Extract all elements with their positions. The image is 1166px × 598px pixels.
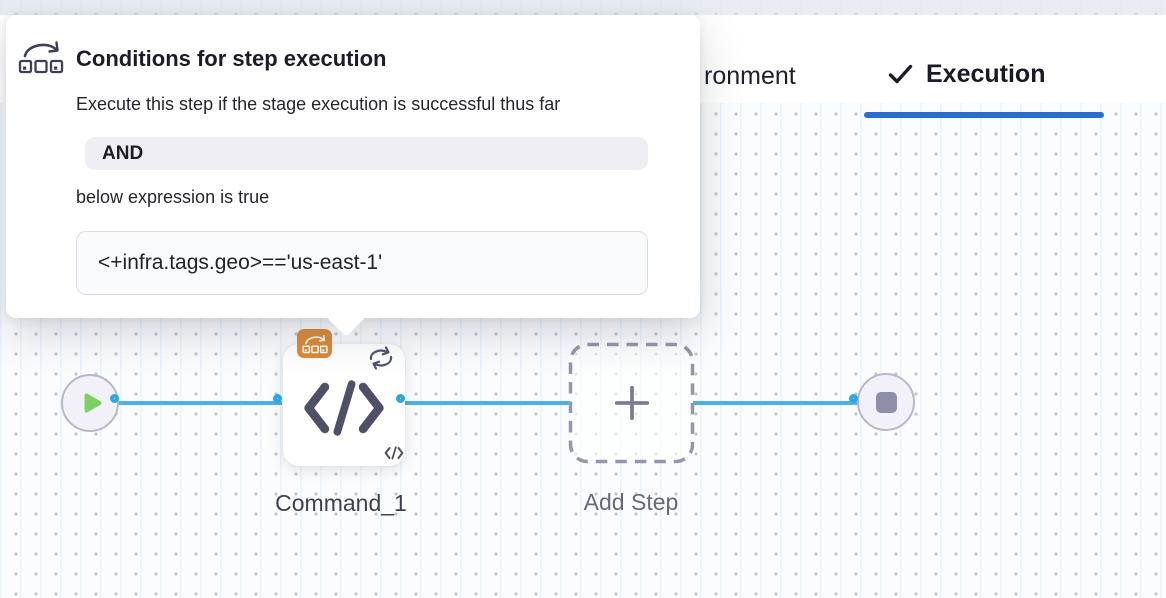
port-start-out[interactable] [110, 394, 119, 403]
port-command-in[interactable] [273, 394, 282, 403]
end-node[interactable] [857, 373, 915, 431]
operator-badge: AND [85, 137, 648, 170]
stop-icon [875, 391, 897, 413]
start-node[interactable] [61, 374, 119, 432]
port-command-out[interactable] [396, 394, 405, 403]
edge-command-to-addstep [404, 401, 570, 405]
edge-start-to-command [118, 401, 282, 405]
code-icon [302, 378, 386, 438]
check-icon [888, 64, 913, 85]
expression-intro: below expression is true [76, 187, 270, 207]
popover-title: Conditions for step execution [76, 46, 387, 71]
add-step-label: Add Step [583, 489, 679, 515]
conditional-execution-badge[interactable] [297, 329, 332, 358]
step-condition-popover: Conditions for step execution Execute th… [6, 15, 700, 337]
expression-value: <+infra.tags.geo>=='us-east-1' [76, 231, 648, 295]
edge-addstep-to-end [693, 401, 858, 405]
tab-execution-label: Execution [926, 60, 1046, 88]
port-end-in[interactable] [849, 394, 858, 403]
tab-execution[interactable]: Execution [888, 60, 1045, 89]
step-command-label: Command_1 [275, 490, 407, 516]
popover-subtitle: Execute this step if the stage execution… [76, 94, 561, 114]
loop-icon [366, 346, 396, 375]
plus-icon [613, 384, 651, 422]
add-step-button[interactable] [568, 342, 695, 464]
play-icon [83, 392, 103, 414]
code-mini-icon [384, 446, 404, 465]
tab-environment-partial[interactable]: ronment [704, 62, 796, 90]
conditional-execution-icon [18, 40, 64, 79]
top-strip [0, 0, 1166, 15]
active-tab-underline [864, 112, 1104, 118]
